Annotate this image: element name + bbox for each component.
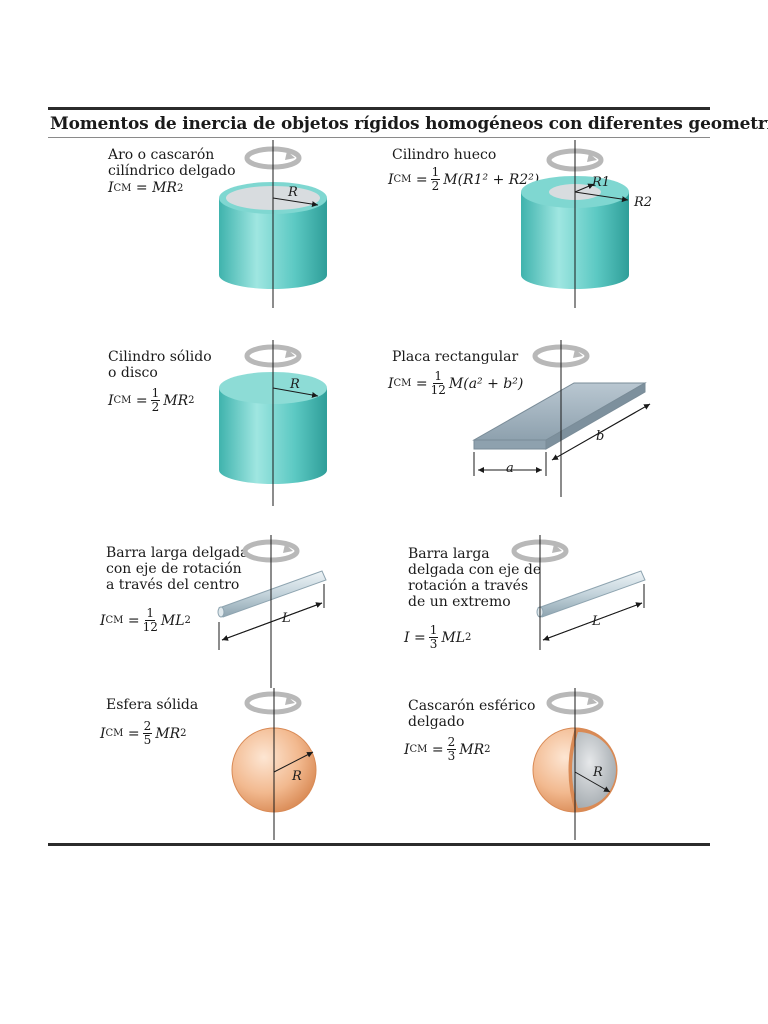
solid-cylinder-figure: R xyxy=(219,340,327,506)
rod-end-figure: L xyxy=(511,535,646,650)
dim-label: R xyxy=(289,377,300,392)
dim-label: R xyxy=(291,769,302,784)
dim-label: a xyxy=(506,461,514,476)
top-rule xyxy=(48,107,710,110)
rod-center-figure: L xyxy=(217,535,327,688)
dim-label: R xyxy=(287,185,298,200)
title-rule xyxy=(48,137,710,138)
dim-label: R2 xyxy=(633,195,652,210)
hollow-cylinder-figure: R1 R2 xyxy=(521,140,652,308)
label-solid-sphere: Esfera sólida xyxy=(106,697,199,713)
label-rectangular-plate: Placa rectangular xyxy=(392,349,519,365)
dim-label: b xyxy=(596,429,604,444)
table-title: Momentos de inercia de objetos rígidos h… xyxy=(50,114,768,134)
dim-label: R xyxy=(592,765,603,780)
hoop-figure: R xyxy=(219,140,327,308)
dim-label: L xyxy=(281,611,291,626)
plate-figure: a b xyxy=(472,340,651,497)
label-hollow-cylinder: Cilindro hueco xyxy=(392,147,497,163)
rotation-arrow-icon xyxy=(244,691,302,715)
dim-label: L xyxy=(591,614,601,629)
solid-sphere-figure: R xyxy=(231,688,317,840)
bottom-rule xyxy=(48,843,710,846)
dim-label: R1 xyxy=(591,175,610,190)
spherical-shell-figure: R xyxy=(532,688,618,840)
